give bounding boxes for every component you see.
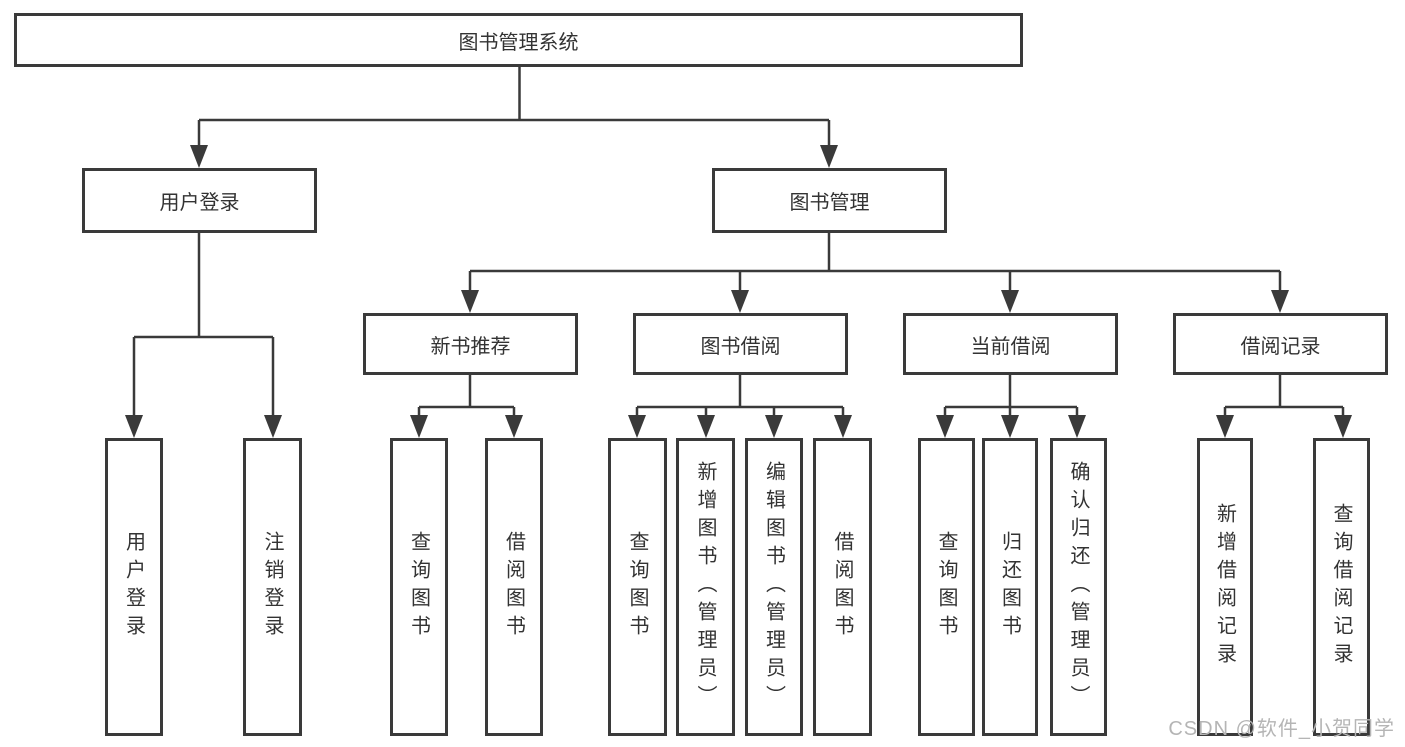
node-current-borrow: 当前借阅 [903, 313, 1118, 375]
node-current-borrow-label: 当前借阅 [970, 335, 1051, 358]
leaf-logout-login-label: 注销登录 [261, 531, 283, 643]
leaf-user-login: 用户登录 [105, 438, 163, 736]
leaf-confirm-return-admin: 确认归还（管理员） [1050, 438, 1107, 736]
leaf-query-books-borrow: 查询图书 [608, 438, 667, 736]
leaf-query-borrow-record: 查询借阅记录 [1313, 438, 1370, 736]
leaf-add-borrow-record: 新增借阅记录 [1197, 438, 1253, 736]
leaf-query-books-current-label: 查询图书 [935, 531, 957, 643]
node-book-borrow-label: 图书借阅 [700, 335, 781, 358]
leaf-query-borrow-record-label: 查询借阅记录 [1330, 503, 1352, 671]
leaf-edit-books-admin: 编辑图书（管理员） [745, 438, 803, 736]
leaf-add-borrow-record-label: 新增借阅记录 [1213, 503, 1236, 671]
node-root-label: 图书管理系统 [458, 31, 579, 54]
leaf-edit-books-admin-label: 编辑图书（管理员） [762, 461, 785, 713]
node-root: 图书管理系统 [14, 13, 1023, 67]
node-user-login-label: 用户登录 [159, 192, 240, 214]
leaf-return-books: 归还图书 [982, 438, 1038, 736]
leaf-query-books-borrow-label: 查询图书 [626, 531, 648, 643]
leaf-query-books-recommend-label: 查询图书 [407, 531, 430, 643]
leaf-add-books-admin: 新增图书（管理员） [676, 438, 735, 736]
node-book-borrow: 图书借阅 [633, 313, 848, 375]
node-new-book-recommend: 新书推荐 [363, 313, 578, 375]
leaf-query-books-current: 查询图书 [918, 438, 975, 736]
leaf-logout-login: 注销登录 [243, 438, 302, 736]
leaf-confirm-return-admin-label: 确认归还（管理员） [1067, 461, 1089, 713]
node-new-book-recommend-label: 新书推荐 [430, 335, 511, 358]
leaf-borrow-books-recommend-label: 借阅图书 [502, 531, 525, 643]
leaf-borrow-books-borrow: 借阅图书 [813, 438, 872, 736]
leaf-borrow-books-borrow-label: 借阅图书 [831, 531, 853, 643]
leaf-user-login-label: 用户登录 [122, 531, 145, 643]
leaf-borrow-books-recommend: 借阅图书 [485, 438, 543, 736]
leaf-return-books-label: 归还图书 [998, 531, 1021, 643]
node-user-login: 用户登录 [82, 168, 317, 233]
watermark: CSDN @软件_小贺同学 [1168, 718, 1395, 740]
leaf-query-books-recommend: 查询图书 [390, 438, 448, 736]
node-borrow-record: 借阅记录 [1173, 313, 1388, 375]
node-book-management-label: 图书管理 [789, 192, 870, 214]
leaf-add-books-admin-label: 新增图书（管理员） [694, 461, 716, 713]
node-book-management: 图书管理 [712, 168, 947, 233]
node-borrow-record-label: 借阅记录 [1240, 335, 1321, 358]
